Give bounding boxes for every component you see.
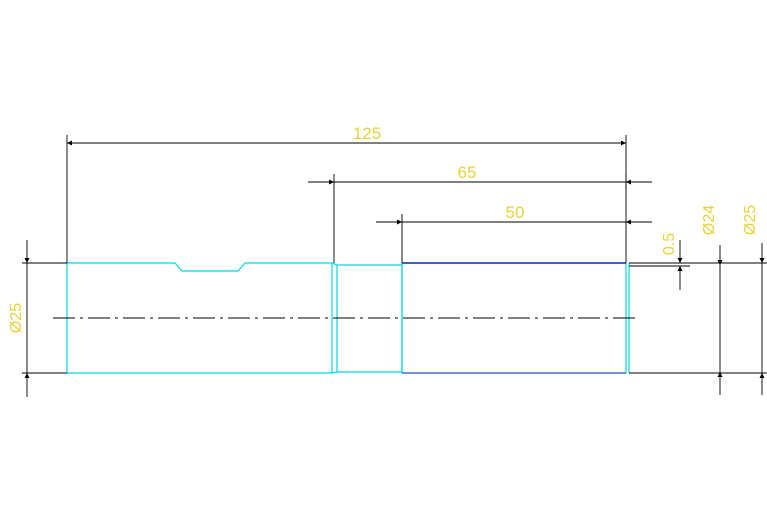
dimension-text-0-5: 0.5 bbox=[661, 233, 678, 255]
dimension-large-diameter-left[interactable] bbox=[22, 240, 67, 397]
dimension-text-diam-24: Ø24 bbox=[701, 205, 718, 235]
left-section-outline bbox=[66, 262, 333, 374]
dimension-short-length[interactable] bbox=[376, 214, 652, 263]
dimension-mid-length[interactable] bbox=[308, 174, 652, 263]
dimension-text-50: 50 bbox=[506, 203, 525, 222]
dimension-text-diam-25-left: Ø25 bbox=[8, 303, 25, 333]
right-extension-lines bbox=[629, 262, 767, 374]
dimension-overall-length[interactable] bbox=[66, 135, 627, 263]
dimension-text-125: 125 bbox=[353, 124, 381, 143]
dimension-text-diam-25-right: Ø25 bbox=[742, 205, 759, 235]
dimension-text-65: 65 bbox=[458, 163, 477, 182]
